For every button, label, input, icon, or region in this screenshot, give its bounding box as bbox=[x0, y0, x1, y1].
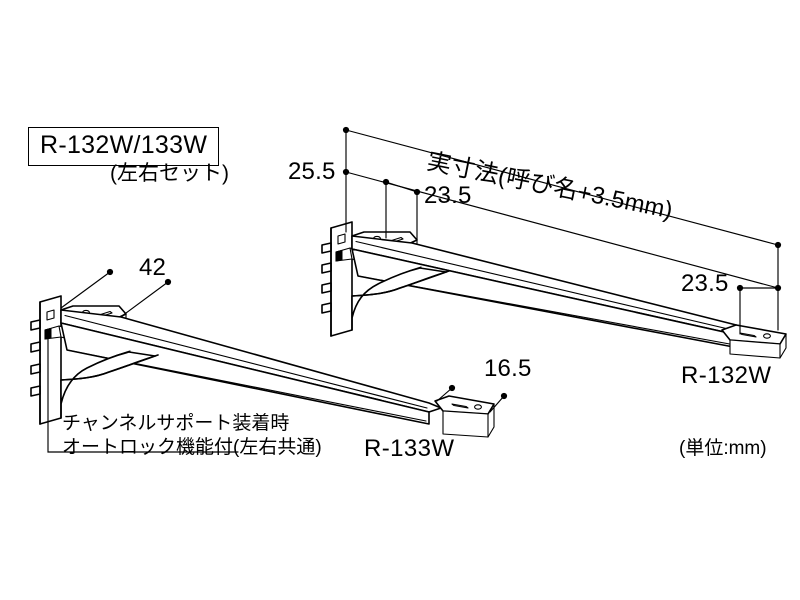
dimension-25-5: 25.5 bbox=[288, 158, 336, 185]
part-r132w-illustration bbox=[321, 221, 787, 359]
autolock-note-line-2: オートロック機能付(左右共通) bbox=[62, 437, 322, 458]
part-label-r133w: R-133W bbox=[364, 435, 455, 462]
autolock-note-line-1: チャンネルサポート装着時 bbox=[62, 413, 290, 434]
model-title-box: R-132W/133W bbox=[28, 127, 220, 166]
dimension-23-5-top: 23.5 bbox=[424, 182, 472, 209]
dimension-16-5: 16.5 bbox=[484, 355, 532, 382]
model-code: R-132W/133W bbox=[40, 131, 208, 159]
units-note: (単位:mm) bbox=[679, 438, 767, 459]
part-label-r132w: R-132W bbox=[681, 362, 772, 389]
model-subtitle: (左右セット) bbox=[110, 162, 229, 185]
dimension-lines bbox=[47, 126, 782, 453]
part-r133w-illustration bbox=[30, 295, 495, 438]
dimension-42: 42 bbox=[139, 254, 167, 281]
dimension-23-5-right: 23.5 bbox=[681, 270, 729, 297]
